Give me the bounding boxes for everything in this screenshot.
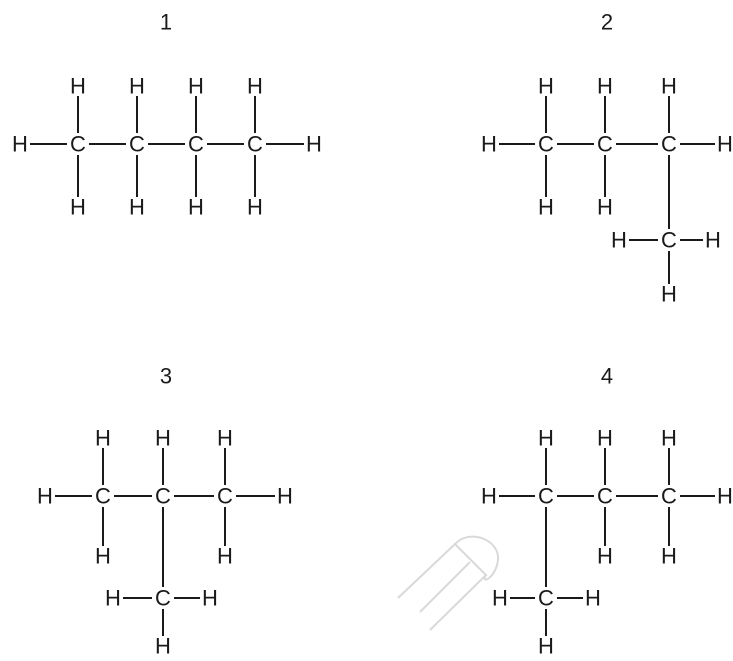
hydrogen-atom: H [217,544,233,569]
hydrogen-atom: H [481,484,497,509]
hydrogen-atom: H [717,132,733,157]
carbon-atom: C [155,484,171,509]
structure-1: 1H C C C C H H H H H H H H H [12,10,322,220]
hydrogen-atom: H [717,484,733,509]
hydrogen-atom: H [277,484,293,509]
hydrogen-atom: H [12,132,28,157]
watermark-shape [397,535,500,631]
carbon-atom: C [538,484,554,509]
hydrogen-atom: H [661,74,677,99]
hydrogen-atom: H [105,586,121,611]
hydrogen-atom: H [538,74,554,99]
hydrogen-atom: H [597,74,613,99]
carbon-atom: C [155,586,171,611]
structure-label: 3 [160,364,172,389]
hydrogen-atom: H [705,228,721,253]
hydrogen-atom: H [188,195,204,220]
carbon-atom: C [661,228,677,253]
carbon-atom: C [129,132,145,157]
hydrogen-atom: H [37,484,53,509]
hydrogen-atom: H [70,195,86,220]
structure-label: 4 [601,364,613,389]
hydrogen-atom: H [188,74,204,99]
hydrogen-atom: H [481,132,497,157]
structure-label: 2 [601,10,613,35]
carbon-atom: C [70,132,86,157]
hydrogen-atom: H [538,426,554,451]
hydrogen-atom: H [155,426,171,451]
hydrogen-atom: H [247,195,263,220]
hydrogen-atom: H [538,195,554,220]
hydrogen-atom: H [95,426,111,451]
hydrogen-atom: H [597,195,613,220]
carbon-atom: C [538,586,554,611]
carbon-atom: C [538,132,554,157]
hydrogen-atom: H [597,544,613,569]
carbon-atom: C [661,132,677,157]
carbon-atom: C [597,132,613,157]
hydrogen-atom: H [492,586,508,611]
hydrogen-atom: H [70,74,86,99]
hydrogen-atom: H [217,426,233,451]
hydrogen-atom: H [538,634,554,657]
hydrogen-atom: H [661,282,677,307]
hydrogen-atom: H [155,634,171,657]
hydrogen-atom: H [202,586,218,611]
carbon-atom: C [217,484,233,509]
carbon-atom: C [597,484,613,509]
structure-label: 1 [160,10,172,35]
hydrogen-atom: H [597,426,613,451]
carbon-atom: C [95,484,111,509]
hydrogen-atom: H [611,228,627,253]
hydrogen-atom: H [306,132,322,157]
hydrogen-atom: H [129,195,145,220]
carbon-atom: C [188,132,204,157]
hydrogen-atom: H [129,74,145,99]
hydrogen-atom: H [247,74,263,99]
hydrogen-atom: H [95,544,111,569]
hydrogen-atom: H [661,426,677,451]
carbon-atom: C [247,132,263,157]
carbon-atom: C [661,484,677,509]
hydrogen-atom: H [661,544,677,569]
hydrogen-atom: H [585,586,601,611]
